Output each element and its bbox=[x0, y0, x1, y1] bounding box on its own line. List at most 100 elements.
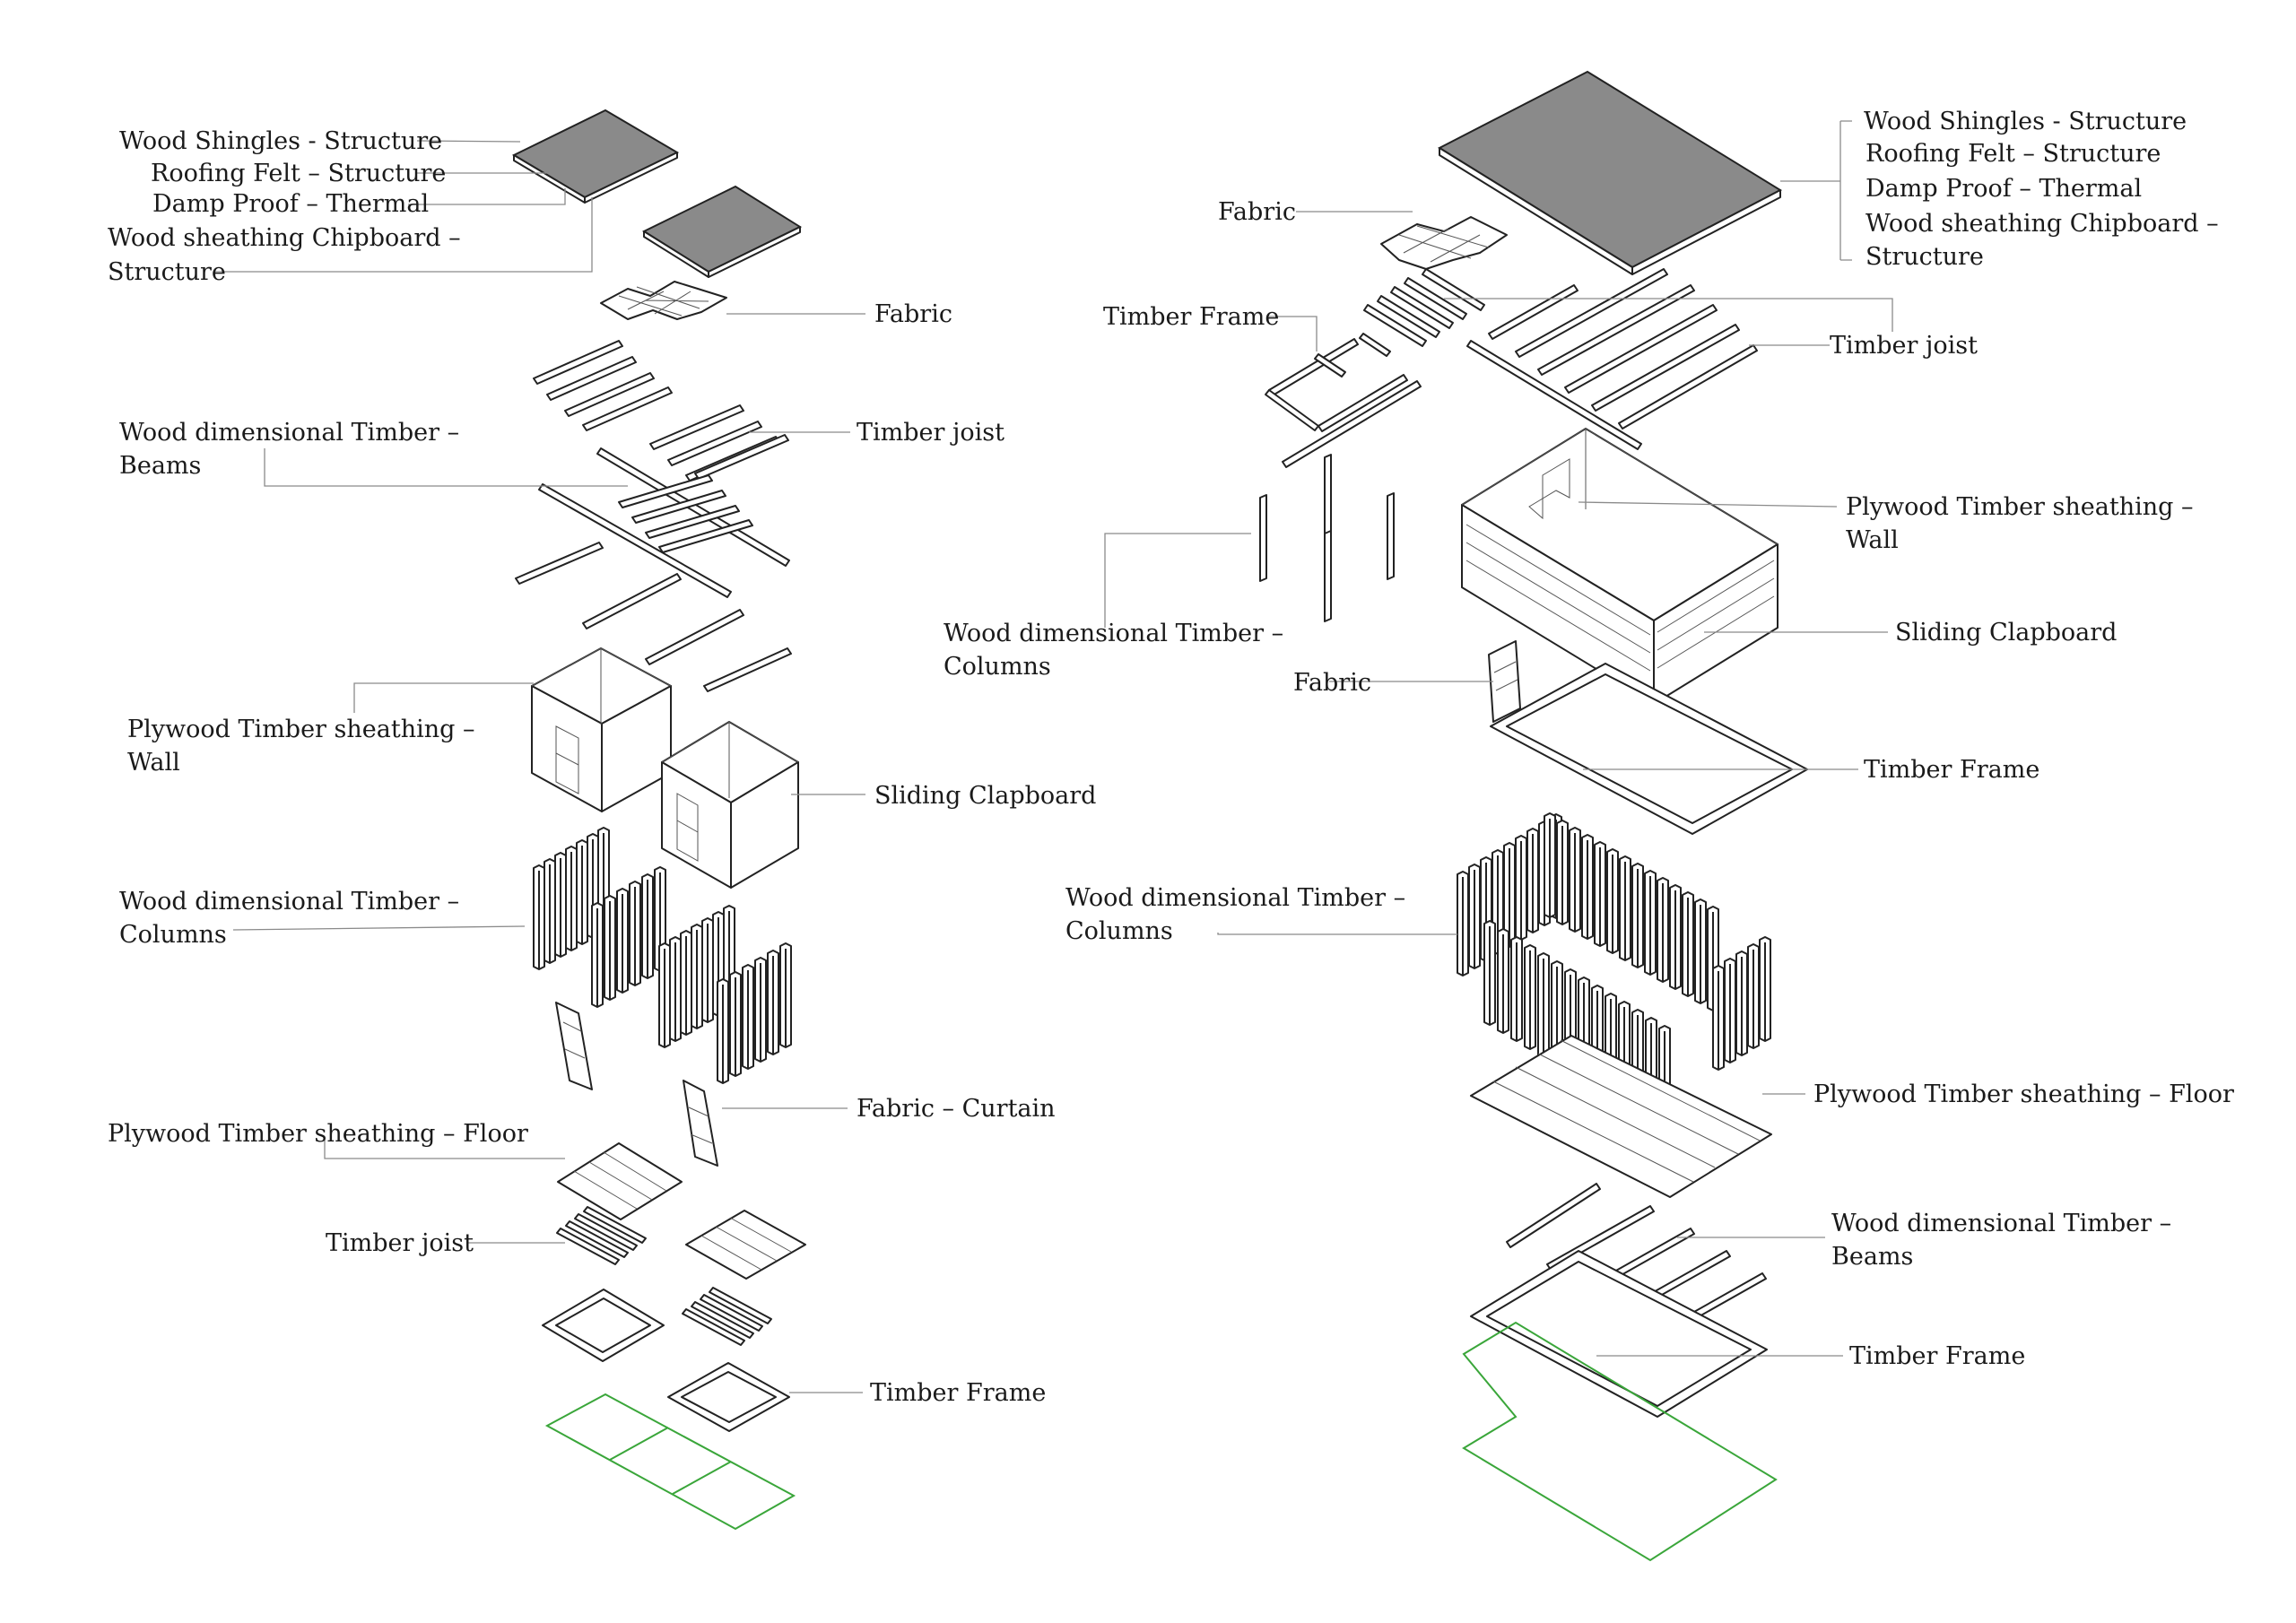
column-post bbox=[742, 964, 754, 1070]
label-fabric: Fabric bbox=[874, 300, 952, 328]
label-fabric-curtain: Fabric – Curtain bbox=[857, 1095, 1056, 1123]
left-labels: Wood Shingles - Structure Roofing Felt –… bbox=[108, 127, 1096, 1407]
right-labels: Wood Shingles - Structure Roofing Felt –… bbox=[944, 108, 2234, 1370]
column-post bbox=[1483, 920, 1496, 1026]
right-floor-sheathing bbox=[1470, 1035, 1772, 1198]
column-post bbox=[641, 873, 654, 979]
left-fabric-curtain bbox=[555, 1002, 718, 1167]
right-wall-box bbox=[1461, 428, 1779, 705]
label-floor: Plywood Timber sheathing – Floor bbox=[108, 1120, 528, 1148]
label-fabric-mid: Fabric bbox=[1293, 669, 1371, 697]
column-post bbox=[1524, 944, 1536, 1050]
label-beams-line1: Wood dimensional Timber – bbox=[1831, 1210, 2171, 1237]
right-timber-joists bbox=[1363, 268, 1758, 450]
left-site-plan bbox=[544, 1393, 796, 1531]
column-post bbox=[1735, 950, 1748, 1056]
label-chipboard-line2: Structure bbox=[108, 258, 226, 286]
label-timber-frame: Timber Frame bbox=[870, 1379, 1046, 1407]
left-columns bbox=[533, 827, 792, 1084]
label-beams-line2: Beams bbox=[1831, 1243, 1913, 1271]
column-post bbox=[1631, 863, 1644, 968]
right-columns-top bbox=[1259, 454, 1395, 622]
column-post bbox=[554, 852, 567, 958]
label-chipboard-line1: Wood sheathing Chipboard – bbox=[1866, 210, 2219, 238]
left-wall-box-2 bbox=[661, 721, 799, 889]
label-timber-joist-top: Timber joist bbox=[857, 419, 1004, 447]
label-chipboard-line1: Wood sheathing Chipboard – bbox=[108, 224, 461, 252]
label-damp-proof: Damp Proof – Thermal bbox=[1866, 175, 2142, 203]
right-timber-frame-mid bbox=[1490, 663, 1808, 835]
column-post bbox=[779, 942, 792, 1048]
column-post bbox=[1544, 812, 1556, 918]
label-chipboard-line2: Structure bbox=[1866, 243, 1984, 271]
column-post bbox=[1657, 877, 1669, 983]
label-damp-proof: Damp Proof – Thermal bbox=[152, 190, 429, 218]
left-timber-frames bbox=[542, 1289, 790, 1432]
left-timber-joists bbox=[533, 340, 789, 482]
label-timber-joist-bottom: Timber joist bbox=[326, 1229, 474, 1257]
column-post bbox=[1569, 827, 1581, 933]
label-wall-line2: Wall bbox=[1846, 526, 1899, 554]
right-roof-shingles bbox=[1437, 70, 1783, 275]
column-post bbox=[691, 924, 703, 1029]
right-assembly: Wood Shingles - Structure Roofing Felt –… bbox=[944, 70, 2234, 1562]
column-post bbox=[669, 936, 682, 1042]
column-post bbox=[658, 942, 671, 1048]
column-post bbox=[1581, 834, 1594, 940]
column-post bbox=[1644, 870, 1657, 976]
left-leaders bbox=[215, 140, 865, 1393]
column-post bbox=[1724, 958, 1736, 1063]
column-post bbox=[604, 895, 616, 1001]
label-columns-top-line2: Columns bbox=[944, 653, 1051, 681]
column-post bbox=[1497, 928, 1509, 1034]
label-timber-joist: Timber joist bbox=[1830, 332, 1978, 360]
left-assembly: Wood Shingles - Structure Roofing Felt –… bbox=[108, 108, 1096, 1531]
column-post bbox=[701, 917, 714, 1023]
right-timber-frame-top bbox=[1265, 333, 1422, 468]
label-sliding-clapboard: Sliding Clapboard bbox=[874, 782, 1096, 810]
column-post bbox=[544, 858, 556, 964]
column-post bbox=[1682, 891, 1694, 997]
column-post bbox=[1606, 848, 1619, 954]
column-post bbox=[767, 950, 779, 1055]
column-post bbox=[680, 930, 692, 1036]
label-columns-line1: Wood dimensional Timber – bbox=[1065, 884, 1405, 912]
label-columns-line2: Columns bbox=[119, 921, 227, 949]
right-site-plan bbox=[1462, 1321, 1778, 1562]
label-floor: Plywood Timber sheathing – Floor bbox=[1813, 1081, 2234, 1108]
column-post bbox=[1457, 871, 1469, 976]
column-post bbox=[1537, 952, 1550, 1058]
left-wall-box-1 bbox=[531, 647, 672, 812]
label-columns-line1: Wood dimensional Timber – bbox=[119, 888, 459, 916]
right-fabric bbox=[1380, 216, 1508, 270]
column-post bbox=[1747, 943, 1760, 1049]
column-post bbox=[1526, 828, 1539, 933]
column-post bbox=[1594, 841, 1606, 947]
label-wall-line2: Wall bbox=[127, 749, 180, 777]
column-post bbox=[1468, 864, 1481, 969]
column-post bbox=[729, 971, 742, 1077]
column-post bbox=[1694, 898, 1707, 1004]
label-wall-line1: Plywood Timber sheathing – bbox=[127, 716, 475, 743]
label-timber-frame-bottom: Timber Frame bbox=[1849, 1342, 2025, 1370]
left-roof-shingles bbox=[511, 108, 680, 204]
column-post bbox=[629, 881, 641, 986]
label-beams-line2: Beams bbox=[119, 452, 201, 480]
right-leaders bbox=[1104, 120, 1893, 1357]
label-timber-frame-mid: Timber Frame bbox=[1864, 756, 2039, 784]
column-post bbox=[1759, 936, 1771, 1042]
column-post bbox=[1712, 965, 1725, 1071]
label-wood-shingles: Wood Shingles - Structure bbox=[1864, 108, 2187, 135]
left-floor-sheathing bbox=[557, 1142, 806, 1280]
column-post bbox=[1669, 884, 1682, 990]
column-post bbox=[1515, 835, 1527, 941]
label-columns-line2: Columns bbox=[1065, 917, 1173, 945]
label-sliding-clapboard: Sliding Clapboard bbox=[1895, 619, 2117, 647]
column-post bbox=[565, 846, 578, 951]
left-fabric bbox=[600, 281, 727, 320]
column-post bbox=[533, 864, 545, 970]
column-post bbox=[616, 888, 629, 994]
left-beams bbox=[515, 447, 792, 692]
column-post bbox=[717, 978, 729, 1084]
